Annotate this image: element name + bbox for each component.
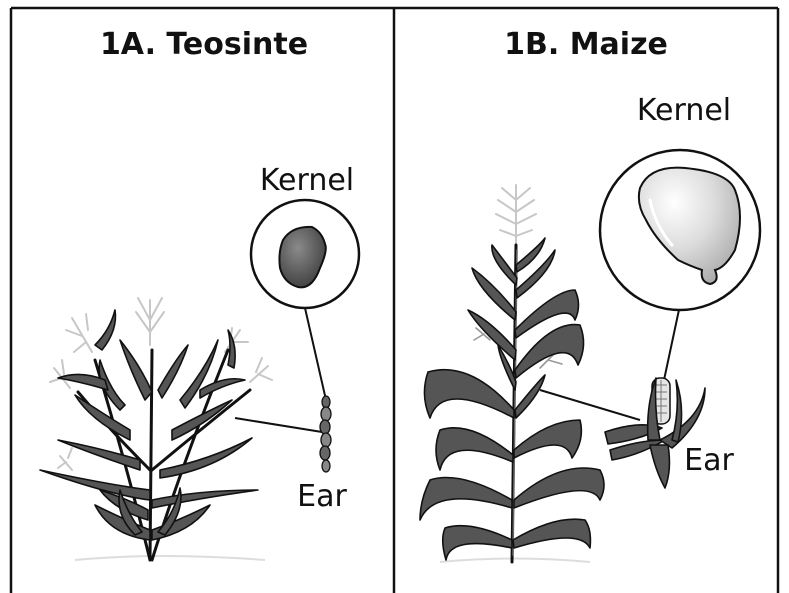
panel-a-title: 1A. Teosinte [100, 27, 308, 62]
maize-ear-label: Ear [684, 443, 734, 478]
maize-ground [440, 559, 590, 563]
teosinte-ear [320, 396, 331, 472]
panel-maize: 1B. Maize [420, 27, 760, 562]
panel-b-title: 1B. Maize [504, 27, 668, 62]
maize-kernel-leader [664, 305, 680, 380]
maize-kernel-label: Kernel [637, 93, 731, 128]
teosinte-kernel-leader [305, 308, 326, 400]
teosinte-ear-label: Ear [297, 479, 347, 514]
teosinte-ground [75, 556, 265, 560]
panel-teosinte: 1A. Teosinte [40, 27, 359, 560]
teosinte-ear-leader [235, 418, 322, 432]
teosinte-kernel-label: Kernel [260, 163, 354, 198]
maize-ear-leader [540, 390, 640, 420]
